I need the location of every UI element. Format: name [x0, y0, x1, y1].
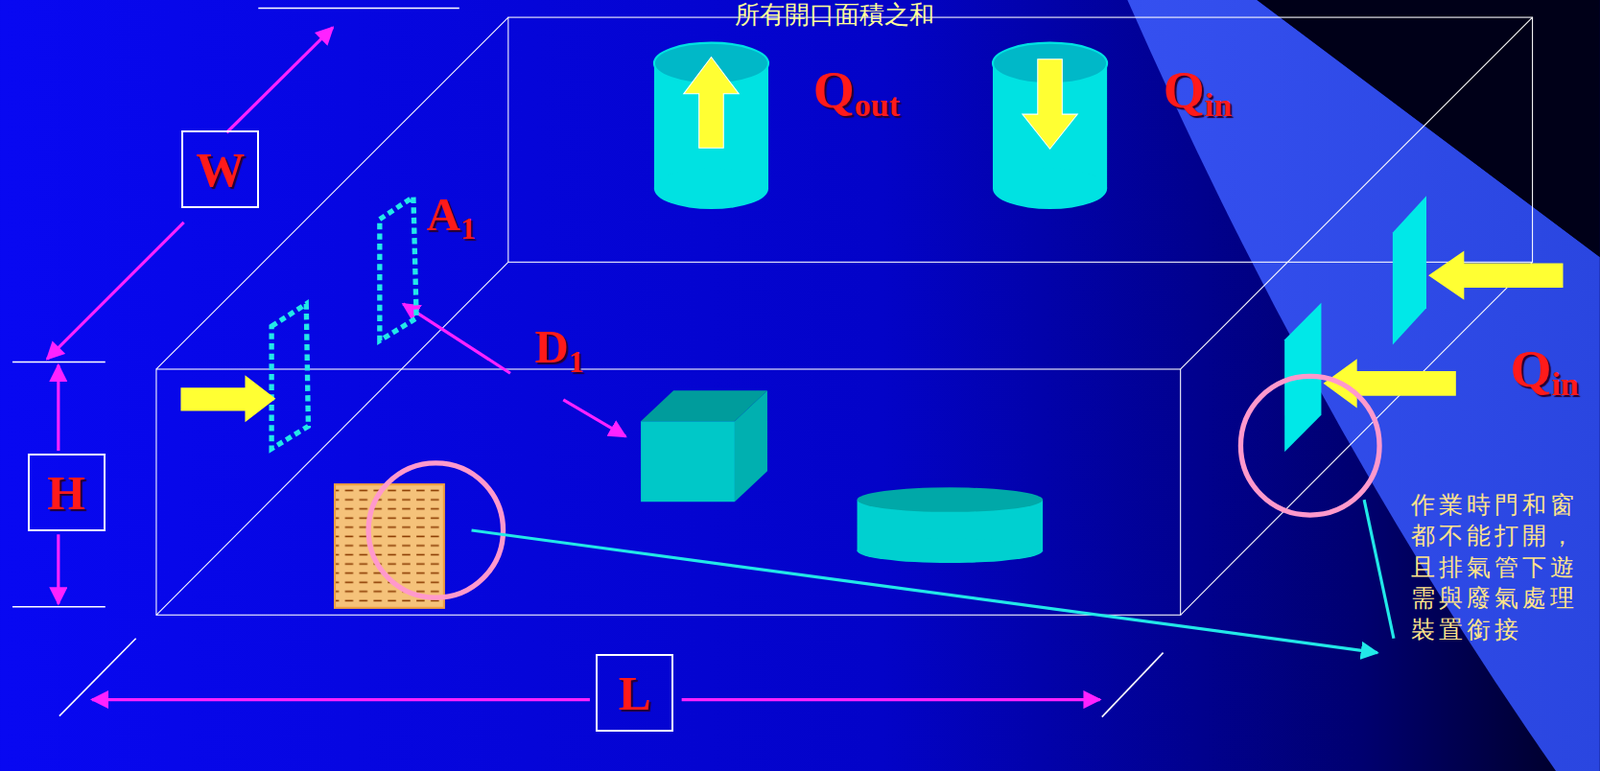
- inflow-arrow: [1428, 251, 1563, 301]
- dark-corner: [1256, 0, 1600, 258]
- dimension-box: L: [595, 654, 674, 732]
- exhaust-duct: [654, 43, 769, 210]
- distance-subscript: 1: [568, 347, 585, 378]
- door: [334, 484, 445, 609]
- dimension-letter: H: [47, 464, 86, 521]
- highlight-circle: [1240, 376, 1380, 516]
- leader-lines: [471, 499, 1394, 654]
- window: [1392, 195, 1427, 345]
- dimension-box: H: [27, 453, 106, 532]
- dimension-ticks: [12, 8, 1164, 718]
- dimension-arrows: [47, 27, 1101, 701]
- dimension-letter: W: [195, 141, 245, 198]
- disk-object: [857, 487, 1044, 564]
- light-band: [1127, 0, 1600, 771]
- dimension-box: W: [181, 130, 259, 209]
- flow-subscript: in: [1551, 368, 1578, 401]
- area-symbol: A: [426, 191, 461, 239]
- cube-object: [640, 390, 768, 502]
- room-box: [156, 17, 1533, 615]
- flow-symbol: Q: [813, 63, 855, 117]
- dimension-letter: L: [618, 664, 652, 722]
- openings: [271, 196, 417, 449]
- flow-subscript: in: [1204, 89, 1232, 122]
- flow-subscript: out: [854, 89, 900, 122]
- inflow-arrow: [180, 375, 276, 423]
- flow-symbol: Q: [1163, 63, 1205, 117]
- note-text: 作業時門和窗都不能打開，且排氣管下遊需與廢氣處理裝置銜接: [1411, 490, 1593, 647]
- supply-duct: [992, 43, 1107, 210]
- heading: 所有開口面積之和: [734, 1, 935, 27]
- area-subscript: 1: [460, 213, 476, 245]
- distance-symbol: D: [534, 324, 568, 372]
- flow-symbol: Q: [1509, 342, 1552, 396]
